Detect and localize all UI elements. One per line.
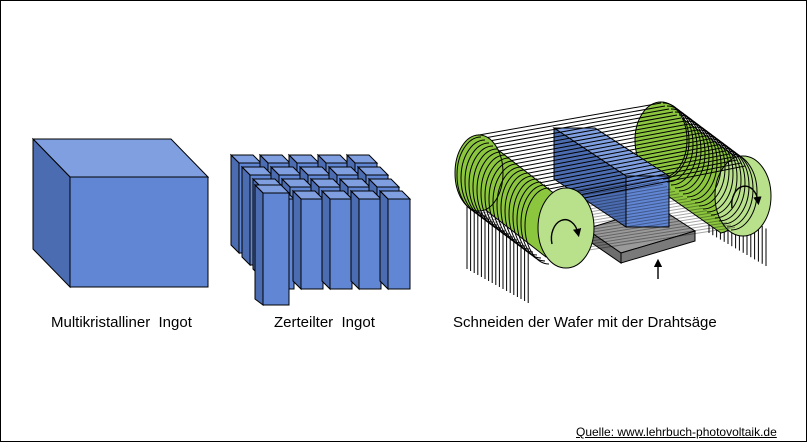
wire-ring — [698, 129, 726, 207]
ingot-column — [378, 189, 412, 291]
caption-ingot: Multikristalliner Ingot — [51, 314, 192, 331]
wire-ring — [682, 117, 710, 195]
wire-ring — [678, 114, 706, 192]
wire-ring — [722, 147, 750, 225]
split-ingot — [229, 153, 412, 306]
wire-line — [542, 150, 726, 187]
wire-ring — [706, 135, 734, 213]
source-link[interactable]: Quelle: www.lehrbuch-photovoltaik.de — [576, 425, 777, 439]
wire-line — [482, 105, 666, 139]
wire-line — [502, 120, 686, 155]
wire-line — [494, 114, 678, 149]
ingot-column — [291, 189, 325, 291]
caption-wire-saw: Schneiden der Wafer mit der Drahtsäge — [453, 314, 717, 331]
wire-line — [554, 159, 738, 197]
wire-ring — [686, 120, 714, 198]
rotation-arrow-icon — [731, 185, 762, 209]
ingot-column — [349, 189, 383, 291]
wire-line — [490, 111, 674, 146]
wire-ring — [714, 141, 742, 219]
wire-rings-right — [662, 102, 758, 231]
wire-line — [526, 138, 710, 174]
wire-ring — [674, 111, 702, 189]
diagram-art — [31, 101, 772, 306]
wire-line — [530, 141, 714, 178]
wire-line — [498, 117, 682, 152]
wire-ring — [690, 123, 718, 201]
wire-ring — [718, 144, 746, 222]
wire-line — [538, 147, 722, 184]
wire-ring — [702, 132, 730, 210]
wire-line — [550, 156, 734, 194]
ingot-cube — [31, 137, 210, 289]
wire-line — [534, 144, 718, 181]
work-table — [584, 206, 697, 264]
wire-ring — [710, 138, 738, 216]
wire-ring — [670, 108, 698, 186]
wire-web — [470, 102, 746, 256]
wire-line — [562, 165, 746, 203]
rotation-arrow-icon — [550, 218, 582, 245]
wire-line — [510, 126, 694, 162]
wire-line — [506, 123, 690, 158]
wire-ends-left — [466, 201, 529, 303]
ingot-column — [320, 189, 354, 291]
wire-line — [518, 132, 702, 168]
wire-line — [514, 129, 698, 165]
wire-line — [558, 162, 742, 200]
wire-ring — [694, 126, 722, 204]
wire-line — [522, 135, 706, 171]
wire-line — [478, 102, 662, 136]
caption-split-ingot: Zerteilter Ingot — [274, 314, 375, 331]
wire-saw — [454, 101, 772, 303]
ingot-column-removed — [253, 183, 291, 306]
wire-rings-left — [456, 136, 550, 265]
wire-ring — [730, 153, 758, 231]
wire-line — [486, 108, 670, 142]
wire-line — [546, 153, 730, 190]
wire-ring — [666, 105, 694, 183]
wire-ring — [662, 102, 690, 180]
wire-ring — [524, 187, 550, 265]
